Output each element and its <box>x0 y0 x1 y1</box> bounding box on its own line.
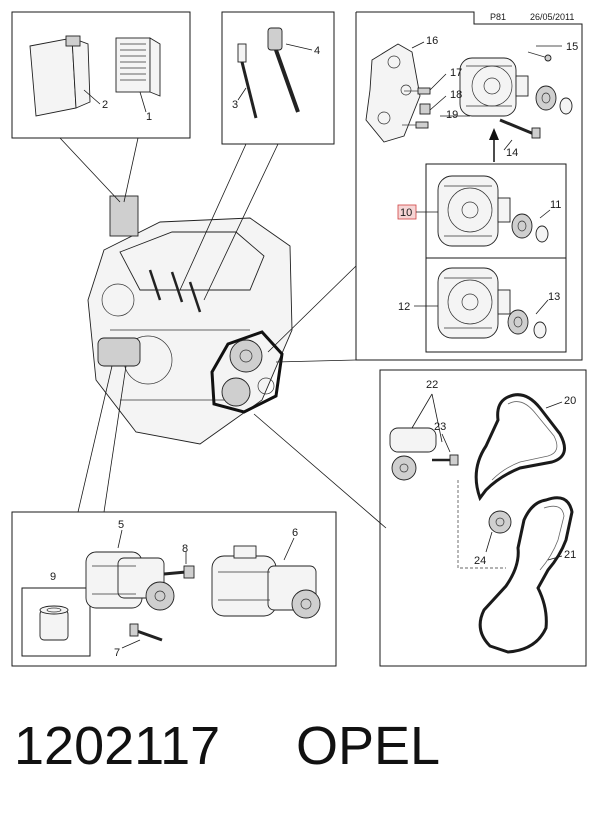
callout-7: 7 <box>114 647 120 659</box>
idler-part-24 <box>488 510 512 534</box>
part-number: 1202117 <box>14 716 221 776</box>
callout-18: 18 <box>450 89 462 101</box>
callout-1: 1 <box>146 111 152 123</box>
engine-drawing <box>87 195 293 445</box>
box-starter: 9 5 8 7 <box>11 511 337 667</box>
bolt-part-8 <box>163 565 195 579</box>
brand-name: OPEL <box>296 716 441 776</box>
pulley-part-13 <box>507 309 547 339</box>
callout-8: 8 <box>182 543 188 555</box>
belt-part-20 <box>474 393 566 502</box>
box-alternator: P81 26/05/2011 <box>355 11 583 361</box>
starter-part-5 <box>85 551 175 611</box>
callout-4: 4 <box>314 45 320 57</box>
callout-3: 3 <box>232 99 238 111</box>
alternator-part-12 <box>437 267 511 339</box>
starter-part-6 <box>211 545 321 619</box>
callout-10: 10 <box>400 207 412 219</box>
callout-19: 19 <box>446 109 458 121</box>
bolt-part-17 <box>404 87 431 95</box>
callout-14: 14 <box>506 147 518 159</box>
bracket-part-2 <box>29 35 91 117</box>
alternator-part-10 <box>437 175 511 247</box>
bolt-part-14 <box>499 118 541 139</box>
callout-17: 17 <box>450 67 462 79</box>
bolt-part-18 <box>419 103 431 115</box>
callout-20: 20 <box>564 395 576 407</box>
bolt-part-19 <box>402 121 429 129</box>
box-belts: 22 23 20 24 21 <box>379 369 587 667</box>
box-control-module: 2 1 <box>11 11 191 139</box>
screw-part-15 <box>527 51 552 62</box>
pulley-part-11 <box>511 213 549 243</box>
callout-2: 2 <box>102 99 108 111</box>
belt-part-21 <box>478 496 574 654</box>
box-glow-plugs: 3 4 <box>221 11 335 145</box>
bracket-part-16 <box>365 43 421 143</box>
parts-diagram: 2 1 3 4 P81 26/05/2011 <box>11 11 587 667</box>
tensioner-part-22 <box>389 427 437 481</box>
callout-12: 12 <box>398 301 410 313</box>
bushing-part-9 <box>39 605 69 641</box>
module-part-1 <box>115 37 161 97</box>
glow-plugs-in-engine <box>148 269 202 313</box>
alternator-top <box>459 57 529 117</box>
pulley-top <box>535 85 573 115</box>
callout-13: 13 <box>548 291 560 303</box>
page-code: P81 <box>490 12 506 22</box>
callout-6: 6 <box>292 527 298 539</box>
glow-plug-part-3 <box>237 43 258 119</box>
callout-23: 23 <box>434 421 446 433</box>
callout-5: 5 <box>118 519 124 531</box>
callout-22: 22 <box>426 379 438 391</box>
callout-15: 15 <box>566 41 578 53</box>
starter-on-engine <box>97 337 141 367</box>
callout-11: 11 <box>550 199 561 211</box>
bolt-part-7 <box>129 623 163 642</box>
callout-16: 16 <box>426 35 438 47</box>
callout-24: 24 <box>474 555 486 567</box>
callout-21: 21 <box>564 549 576 561</box>
belt-drive-on-engine <box>210 330 284 414</box>
callout-9: 9 <box>50 571 56 583</box>
glow-plug-part-4 <box>267 27 300 113</box>
bolt-part-23 <box>432 454 459 466</box>
diagram-date: 26/05/2011 <box>530 12 574 22</box>
